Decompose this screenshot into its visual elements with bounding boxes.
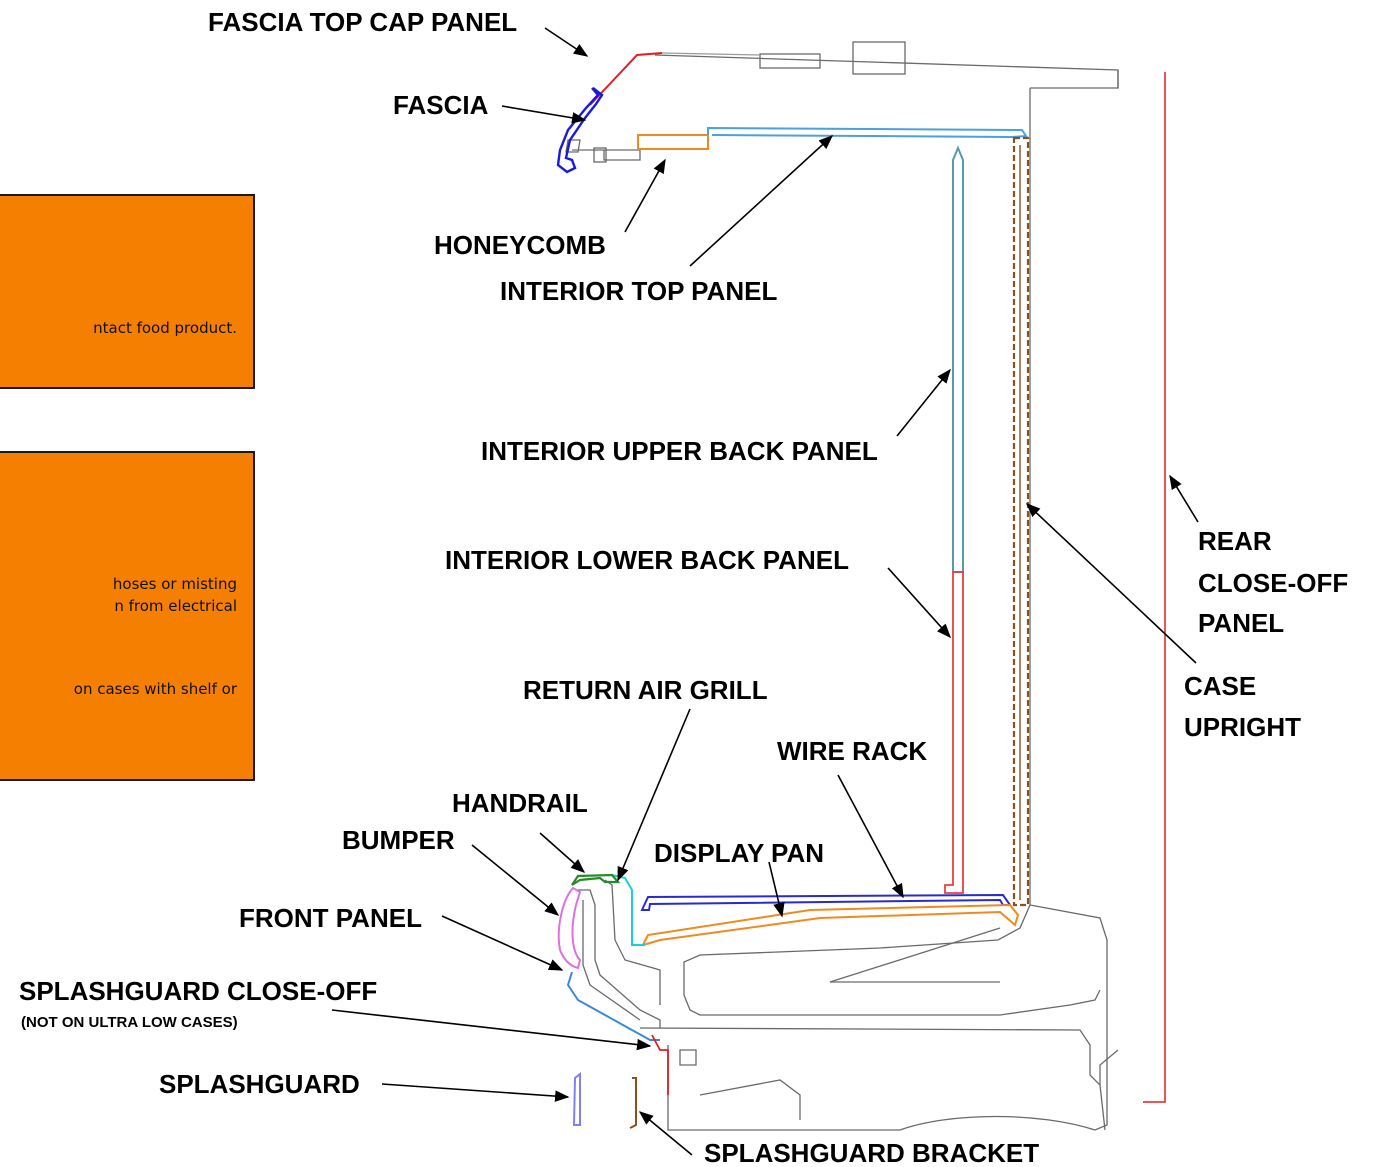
label-display-pan: DISPLAY PAN — [654, 838, 824, 868]
interior-upper-back-panel-shape — [952, 145, 964, 573]
label-handrail: HANDRAIL — [452, 788, 588, 818]
fascia-top-cap-panel-shape — [589, 52, 663, 106]
interior-top-panel-shape — [707, 126, 1028, 139]
label-rear-close-off-line-3: PANEL — [1198, 608, 1284, 638]
label-interior-upper-back-panel: INTERIOR UPPER BACK PANEL — [481, 436, 878, 466]
label-wire-rack: WIRE RACK — [777, 736, 927, 766]
leader-lines — [331, 27, 1199, 1156]
label-rear-close-off-line-2: CLOSE-OFF — [1198, 568, 1348, 598]
label-interior-top-panel: INTERIOR TOP PANEL — [500, 276, 777, 306]
warning-box-bottom: hoses or misting n from electrical on ca… — [0, 451, 255, 781]
label-splashguard-close-off-note: (NOT ON ULTRA LOW CASES) — [21, 1014, 238, 1031]
label-case-upright-line-1: CASE — [1184, 671, 1256, 701]
label-splashguard-bracket: SPLASHGUARD BRACKET — [704, 1138, 1039, 1167]
label-honeycomb: HONEYCOMB — [434, 230, 606, 260]
case-upright-shape — [1012, 136, 1030, 907]
warning-text-line: ntact food product. — [93, 319, 237, 337]
warning-text-line: hoses or misting — [112, 575, 237, 593]
warning-text-line: n from electrical — [114, 597, 237, 615]
label-bumper: BUMPER — [342, 825, 455, 855]
label-splashguard: SPLASHGUARD — [159, 1069, 360, 1099]
label-splashguard-close-off: SPLASHGUARD CLOSE-OFF — [19, 976, 377, 1006]
return-air-grill-shape — [611, 874, 645, 946]
front-panel-shape — [566, 971, 660, 1041]
wire-rack-shape — [640, 893, 1012, 911]
handrail-shape — [571, 873, 621, 886]
splashguard-shape — [572, 1071, 581, 1126]
honeycomb-shape — [637, 134, 709, 150]
label-rear-close-off-line-1: REAR — [1198, 526, 1272, 556]
canopy-top-line — [661, 52, 761, 56]
splashguard-bracket-shape — [629, 1077, 637, 1129]
label-fascia: FASCIA — [393, 90, 489, 120]
interior-lower-back-panel-shape — [944, 571, 964, 894]
splashguard-close-off-shape — [651, 1034, 669, 1095]
case-body-outline — [565, 41, 1119, 1131]
label-case-upright-line-2: UPRIGHT — [1184, 712, 1301, 742]
label-front-panel: FRONT PANEL — [239, 903, 422, 933]
warning-text-line: on cases with shelf or — [73, 680, 237, 698]
warning-box-top: ntact food product. — [0, 194, 255, 389]
bumper-shape — [557, 886, 582, 970]
label-fascia-top-cap-panel: FASCIA TOP CAP PANEL — [208, 7, 517, 37]
rear-close-off-panel-shape — [1143, 72, 1166, 1103]
label-interior-lower-back-panel: INTERIOR LOWER BACK PANEL — [445, 545, 849, 575]
label-return-air-grill: RETURN AIR GRILL — [523, 675, 768, 705]
display-pan-shape — [642, 903, 1020, 946]
